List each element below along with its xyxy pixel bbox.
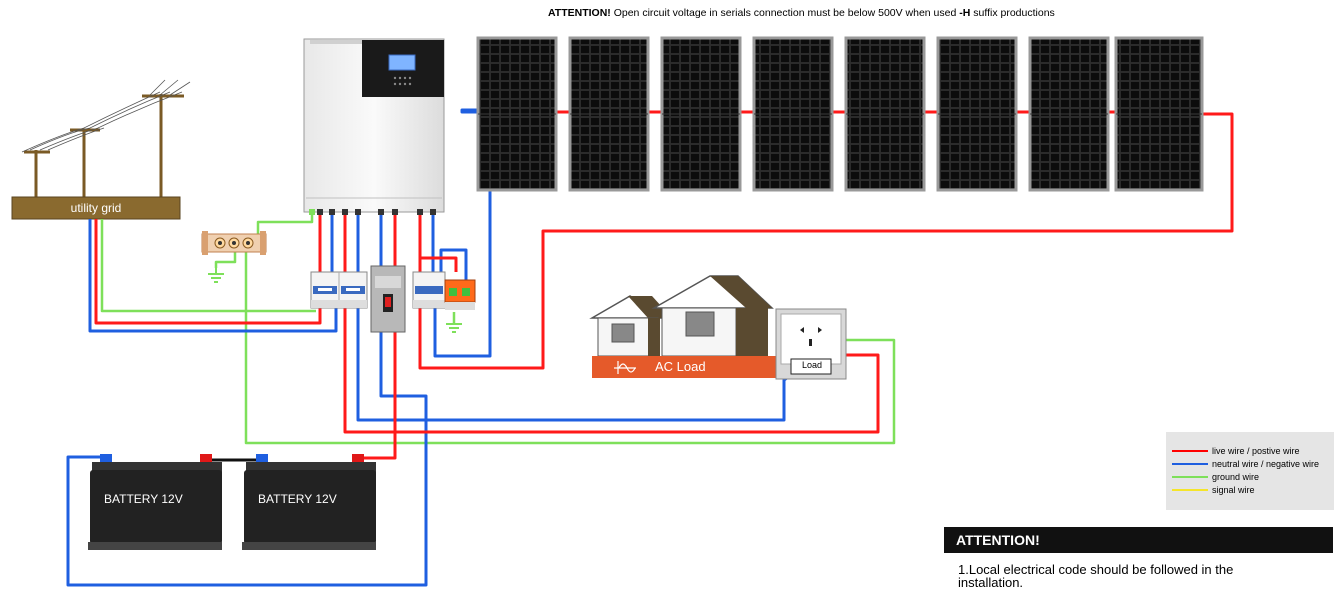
ac-load-label: AC Load [655,359,706,374]
suffix-code: -H [959,7,971,19]
legend-label: neutral wire / negative wire [1212,459,1320,469]
battery-2-label: BATTERY 12V [258,492,337,506]
load-label: Load [801,360,823,370]
solar-panel [844,36,926,192]
utility-grid-label: utility grid [70,201,122,215]
house-icon [589,295,672,357]
legend-item: ground wire [1172,471,1259,483]
warning-title: ATTENTION! [548,7,611,19]
battery-breaker [370,265,406,333]
attention-line: 1.Local electrical code should be follow… [958,562,1234,577]
solar-panel [1114,36,1204,192]
legend-label: signal wire [1212,485,1255,495]
suffix-text: suffix productions [970,7,1055,19]
house-icon [651,275,774,357]
legend-item: signal wire [1172,484,1255,496]
ac-load-bar [592,356,776,378]
inverter-lcd [388,54,416,71]
earth-ground-icon [208,268,224,283]
pv-breaker [412,271,446,309]
voltage-warning: ATTENTION! Open circuit voltage in seria… [548,7,1055,19]
solar-panel [476,36,558,192]
legend-item: live wire / postive wire [1172,445,1300,457]
power-outlet [775,308,847,380]
legend-swatch [1172,450,1208,452]
battery-1-label: BATTERY 12V [104,492,183,506]
sine-wave-icon [614,361,636,374]
solar-panel [752,36,834,192]
solar-panel [936,36,1018,192]
legend-swatch [1172,489,1208,491]
battery [88,454,222,550]
legend-swatch [1172,476,1208,478]
legend-swatch [1172,463,1208,465]
warning-text: Open circuit voltage in serials connecti… [610,7,960,19]
battery [242,454,376,550]
solar-panel [568,36,650,192]
ac-breaker [310,271,368,309]
surge-protector [444,279,476,310]
attention-box: ATTENTION! 1.Local electrical code shoul… [944,527,1333,591]
solar-panel-array [476,36,1204,192]
wire-legend: live wire / postive wire neutral wire / … [1166,432,1334,510]
earth-ground-icon [446,323,462,333]
solar-panel [1028,36,1110,192]
utility-grid-poles [21,79,191,197]
legend-label: live wire / postive wire [1212,446,1300,456]
legend-item: neutral wire / negative wire [1172,458,1319,470]
attention-line: installation. [958,575,1024,590]
attention-title: ATTENTION! [944,527,1333,553]
solar-panel [660,36,742,192]
inverter [303,38,445,215]
ground-bus-bar [201,231,267,255]
legend-label: ground wire [1212,472,1260,482]
attention-body: 1.Local electrical code should be follow… [944,553,1333,589]
